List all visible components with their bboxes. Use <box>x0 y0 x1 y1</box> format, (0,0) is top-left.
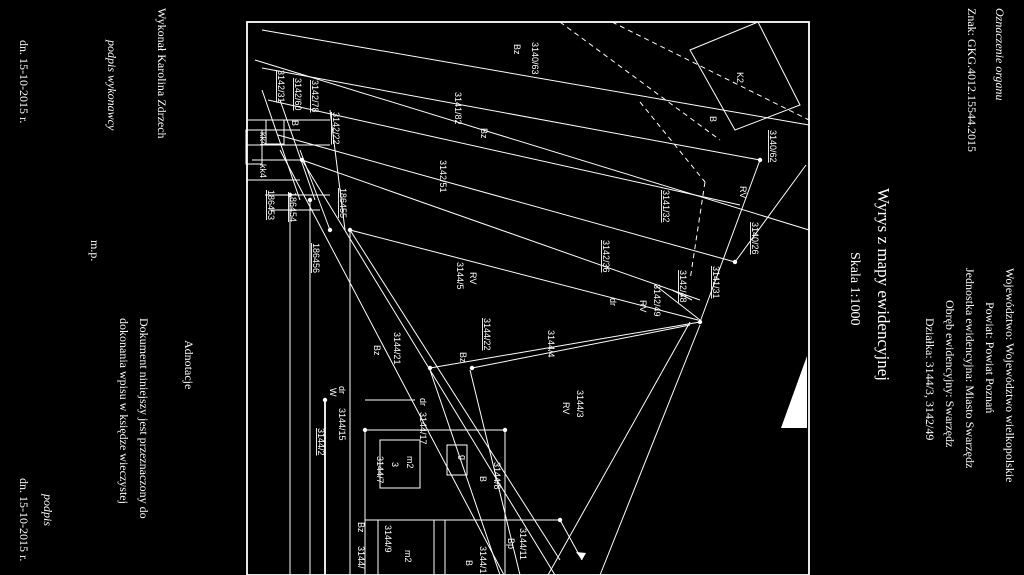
parcel-line: Działka: 3144/3, 3142/49 <box>923 318 937 440</box>
parcel-cluster <box>247 89 346 231</box>
map-frame <box>246 21 810 575</box>
label-3144-7: 3144/7 <box>375 456 385 484</box>
label-rv-3: RV <box>738 186 748 198</box>
precinct-line: Obręb ewidencyjny: Swarzędz <box>943 300 957 447</box>
date-right: dn. 15-10-2015 r. <box>17 478 31 561</box>
north-arrow-icon <box>781 356 807 428</box>
map-area: 3140/63 Bz 3141/82 Bz 3142/51 3142/78 31… <box>245 21 810 575</box>
label-b-3: B <box>478 476 488 482</box>
label-3144-15: 3144/15 <box>337 408 347 441</box>
label-186453: 186453 <box>266 190 276 220</box>
label-g: g <box>458 455 468 460</box>
label-186455: 186455 <box>338 188 348 218</box>
vertex-points <box>287 157 763 523</box>
label-rv-4: RV <box>561 402 571 414</box>
label-bz-2: Bz <box>479 128 489 139</box>
page-title: Wyrys z mapy ewidencyjnej <box>874 188 893 381</box>
label-bz-4: Bz <box>458 352 468 363</box>
label-3142-22: 3142/22 <box>331 112 341 145</box>
label-3144-21: 3144/21 <box>392 332 402 365</box>
voivodeship-line: Województwo: Województwo wielkopolskie <box>1003 268 1017 482</box>
label-3144-5: 3144/5 <box>455 262 465 290</box>
label-186456: 186456 <box>311 243 321 273</box>
label-3144-4: 3144/4 <box>546 330 556 358</box>
label-bz-3: Bz <box>372 345 382 356</box>
label-kk4-1: kk4 <box>258 132 268 146</box>
county-line: Powiat: Powiat Poznań <box>983 302 997 413</box>
label-3141-32: 3141/32 <box>661 190 671 223</box>
label-186454: 186454 <box>288 192 298 222</box>
label-3142-48: 3142/48 <box>678 270 688 303</box>
unit-line: Jednostka ewidencyjna: Miasto Swarzędz <box>963 268 977 468</box>
label-bz-1: Bz <box>512 44 522 55</box>
label-b-1: B <box>290 120 300 126</box>
label-3142-31: 3142/31 <box>276 70 286 103</box>
date-left: dn. 15-10-2015 r. <box>17 40 31 123</box>
label-dr-2: dr <box>418 398 428 406</box>
label-dr-1: dr <box>608 298 618 306</box>
label-b-4: B <box>464 560 474 566</box>
label-3144-11: 3144/11 <box>518 528 528 560</box>
scale-label: Skala 1:1000 <box>847 252 862 326</box>
document-note-line-1: Dokument niniejszy jest przeznaczony do <box>137 318 151 519</box>
label-3141-82: 3141/82 <box>453 92 463 125</box>
seal-placeholder: m.p. <box>88 240 102 261</box>
building-g <box>446 444 468 476</box>
label-3144-partial: 3144/ <box>356 546 366 569</box>
label-3144-8: 3144/8 <box>492 462 502 490</box>
building-m2 <box>379 439 421 489</box>
label-kk4-2: kk4 <box>258 164 268 178</box>
signature-label: podpis <box>41 493 55 526</box>
label-3144-22: 3144/22 <box>482 318 492 351</box>
label-3144-17: 3144/17 <box>418 412 428 445</box>
label-k2: K2 <box>735 72 745 83</box>
label-3142-78: 3142/78 <box>310 80 320 113</box>
label-3140-62: 3140/62 <box>768 130 778 163</box>
label-m2-a: m2 <box>405 456 415 469</box>
label-3142-60: 3142/60 <box>293 78 303 111</box>
label-3: 3 <box>390 462 400 467</box>
label-3140-26: 3140/26 <box>750 222 760 255</box>
label-3144-2: 3144/2 <box>316 428 326 456</box>
label-3144-3: 3144/3 <box>575 390 585 418</box>
label-3144-1: 3144/1 <box>478 546 488 574</box>
document-note-line-2: dokonania wpisu w księdze wieczystej <box>117 318 131 504</box>
label-rv-2: RV <box>638 300 648 312</box>
buildings <box>245 21 801 575</box>
label-dr-3: dr <box>337 386 347 394</box>
label-3141-31: 3141/31 <box>711 266 721 299</box>
label-bz-5: Bz <box>356 522 366 533</box>
label-w: W <box>328 388 338 397</box>
prepared-by: Wykonał Karolina Zdrzech <box>155 8 169 139</box>
annotations-heading: Adnotacje <box>182 340 196 389</box>
preparer-signature-label: podpis wykonawcy <box>105 39 119 131</box>
label-bp: Bp <box>506 538 516 549</box>
label-3144-9: 3144/9 <box>383 525 393 553</box>
label-rv-1: RV <box>468 272 478 284</box>
label-3142-36: 3142/36 <box>601 240 611 273</box>
org-label: Oznaczenie organu <box>993 8 1007 101</box>
building-k2 <box>689 21 801 131</box>
map-labels: 3140/63 Bz 3141/82 Bz 3142/51 3142/78 31… <box>258 42 778 574</box>
label-3140-63: 3140/63 <box>530 42 540 75</box>
pointer-arrow-icon <box>576 552 586 560</box>
label-m2-b: m2 <box>403 550 413 563</box>
building-m2-b <box>377 519 435 575</box>
case-number: Znak: GKG.4012.15544.2015 <box>965 8 979 152</box>
label-b-2: B <box>708 116 718 122</box>
label-3142-51: 3142/51 <box>438 160 448 193</box>
parcel-boundaries <box>254 21 810 575</box>
label-3142-49: 3142/49 <box>652 284 662 317</box>
